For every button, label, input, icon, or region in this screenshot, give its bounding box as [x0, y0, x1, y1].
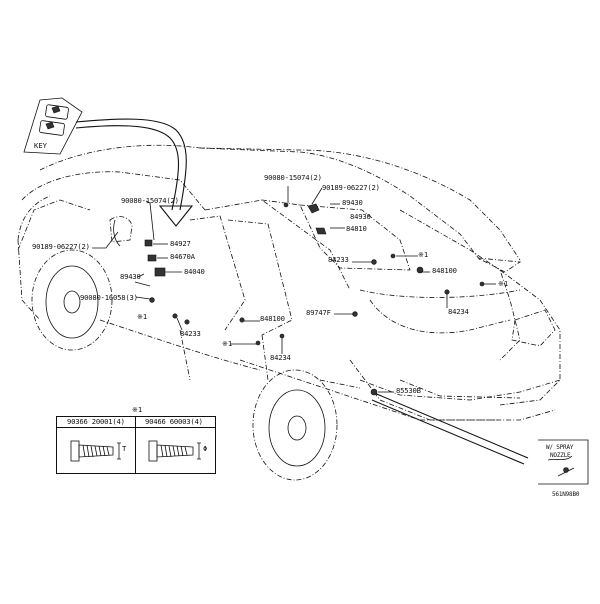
callout-85530b: 85530B	[396, 386, 421, 395]
callout-84810: 84810	[346, 224, 367, 233]
callout-star1-a: ※1	[137, 312, 147, 321]
parts-markers	[113, 202, 485, 396]
bolt-table-header-rule	[57, 427, 215, 428]
callout-89747f: 89747F	[306, 308, 331, 317]
callout-star1-b: ※1	[222, 339, 232, 348]
car-body	[17, 144, 561, 481]
leader-lines	[92, 186, 496, 393]
spray-note-line1: W/ SPRAY	[546, 444, 574, 451]
spray-nozzle-note	[538, 439, 589, 485]
bolt-left-dim: T	[122, 444, 127, 453]
callout-84040: 84040	[184, 267, 205, 276]
bolt-table-divider	[135, 417, 136, 473]
callout-star1-c: ※1	[418, 250, 428, 259]
callout-90080-15074-left: 90080-15074(2)	[121, 196, 179, 205]
callout-89430-left: 89430	[120, 272, 141, 281]
callout-84233-left: 84233	[180, 329, 201, 338]
bolt-left-header: 90366 20001(4)	[67, 417, 125, 426]
callout-90080-15074-right: 90080-15074(2)	[264, 173, 322, 182]
screw-icon	[70, 440, 121, 462]
callout-90189-06227-left: 90189-06227(2)	[32, 242, 90, 251]
callout-84927: 84927	[170, 239, 191, 248]
rear-pointer	[371, 391, 529, 465]
callout-89430-right: 89430	[342, 198, 363, 207]
key-label: KEY	[34, 141, 48, 150]
callout-84930: 84930	[350, 212, 371, 221]
bolt-right-header: 90466 60003(4)	[145, 417, 203, 426]
pointer-arrow	[75, 118, 194, 227]
bolt-table: 90366 20001(4) 90466 60003(4) T Φ	[56, 416, 216, 474]
callout-84234-mid: 84234	[270, 353, 291, 362]
callout-84670a: 84670A	[170, 252, 195, 261]
callout-84234-right: 84234	[448, 307, 469, 316]
spray-note-line2: NOZZLE	[550, 452, 571, 459]
callout-848100-right: 848100	[432, 266, 457, 275]
callout-848100-mid: 848100	[260, 314, 285, 323]
callout-90189-06227-right: 90189-06227(2)	[322, 183, 380, 192]
figure-code: 561N98B0	[552, 491, 580, 498]
callout-star1-d: ※1	[498, 279, 508, 288]
callout-90080-16058: 90080-16058(3)	[80, 293, 138, 302]
bolt-icon	[148, 440, 201, 462]
bolt-right-dim: Φ	[203, 444, 208, 453]
key-fob-inset	[23, 97, 83, 155]
bolt-table-star: ※1	[132, 405, 142, 414]
callout-84233-right: 84233	[328, 255, 349, 264]
bolt-drawings	[70, 440, 201, 462]
